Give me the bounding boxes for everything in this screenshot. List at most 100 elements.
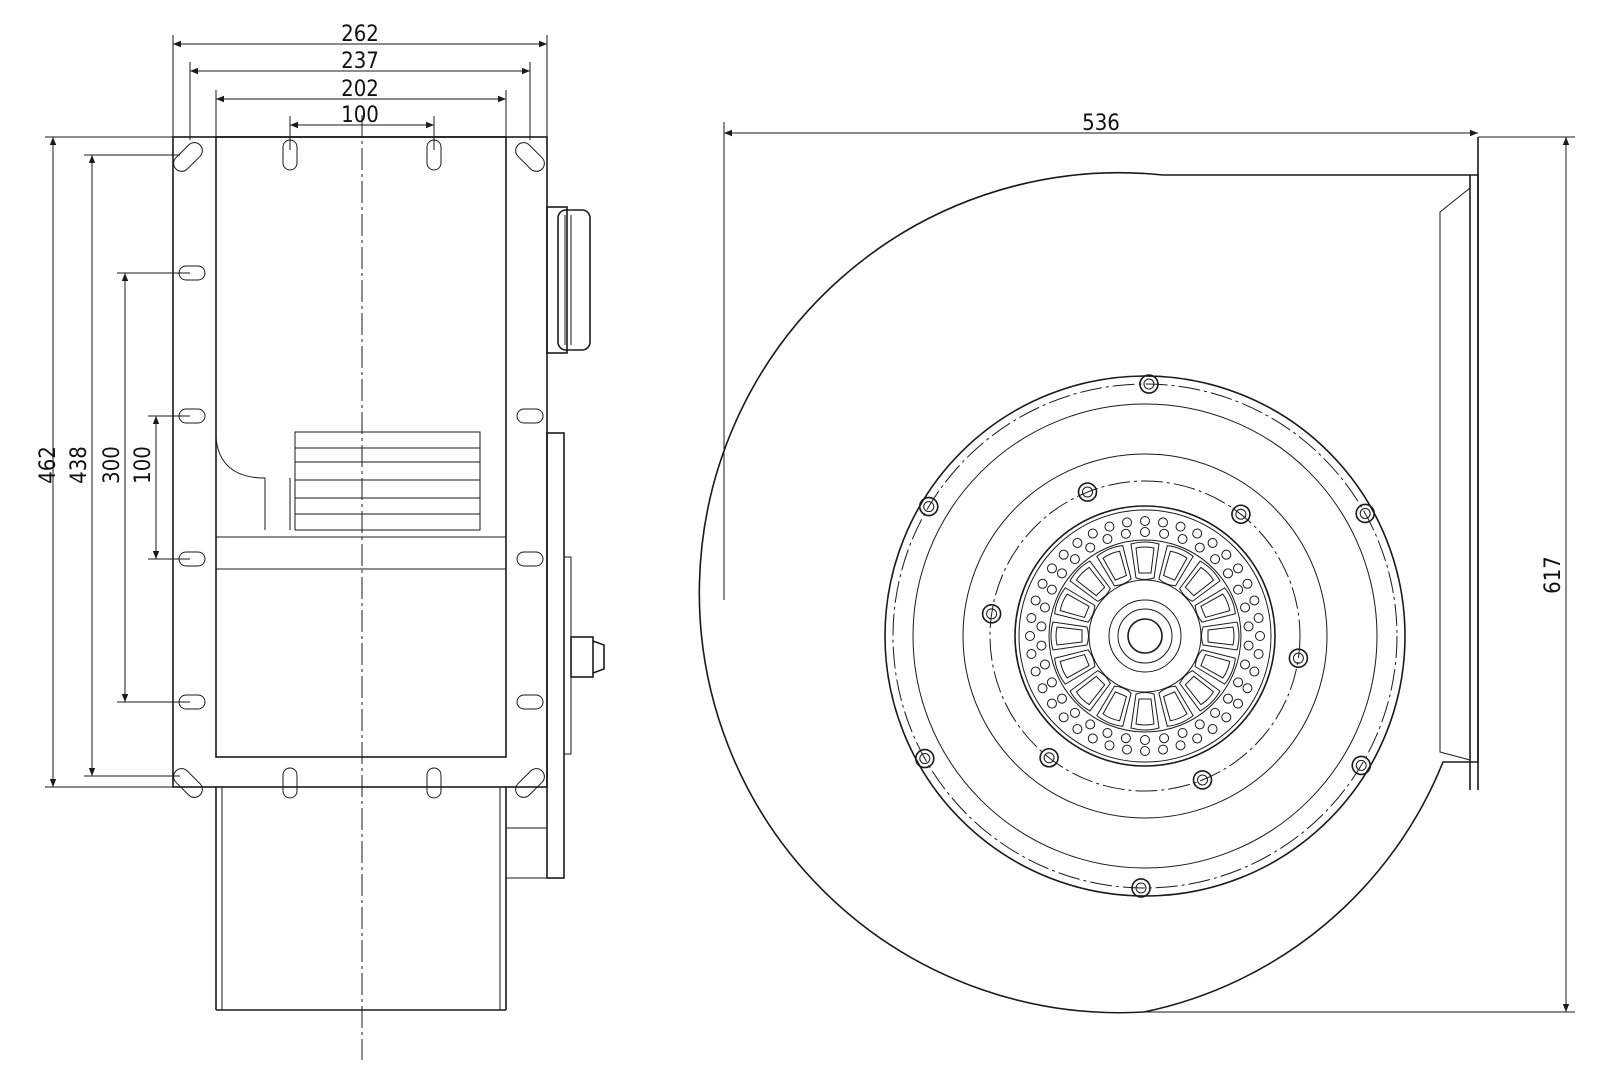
vent-hole [1069,554,1080,565]
vent-hole [1122,744,1133,755]
vent-hole [1072,724,1083,735]
vent-hole [1177,727,1188,738]
vent-hole [1207,537,1218,548]
hub-fin [1158,545,1194,587]
hub-fin [1179,670,1221,712]
vent-hole [1104,521,1115,532]
vent-hole [1140,527,1150,537]
front-view: 536 617 [698,111,1575,1014]
vent-hole [1207,724,1218,735]
hub-fin [1130,692,1160,731]
hub-fin [1050,621,1089,651]
vent-hole [1221,712,1232,723]
vent-hole [1233,677,1244,688]
vent-hole [1157,744,1168,755]
vent-hole [1058,712,1069,723]
vent-hole [1240,602,1251,613]
bolt [1131,878,1151,898]
side-view: 262 237 202 100 462 438 [36,22,605,1060]
vent-hole [1159,528,1170,539]
vent-hole [1253,648,1264,659]
vent-hole [1255,631,1265,641]
vent-hole [1140,735,1150,745]
hub-fin [1194,649,1236,685]
slot [282,767,298,799]
impeller-side [294,431,481,531]
dim-202: 202 [341,77,379,102]
vent-hole [1026,613,1037,624]
vent-hole [1039,602,1050,613]
slot [426,767,442,799]
front-height-dimension: 617 [1144,136,1575,1013]
vent-hole [1194,719,1205,730]
vent-hole [1140,516,1150,526]
slot [516,551,544,567]
bolt [1288,648,1309,668]
vent-hole [1243,640,1254,651]
side-height-dimensions: 462 438 300 100 [36,136,190,788]
vent-hole [1030,595,1041,606]
vent-hole [1242,578,1253,589]
vent-hole [1242,683,1253,694]
inlet-cone [215,787,507,1011]
vent-hole [1072,537,1083,548]
vent-hole [1222,693,1233,704]
vent-hole [1058,549,1069,560]
motor-bolt-circle [989,480,1301,792]
vent-hole [1069,707,1080,718]
vent-hole [1159,733,1170,744]
dim-462: 462 [36,446,61,484]
scroll-housing [698,171,1479,1014]
vent-hole [1249,666,1260,677]
vent-hole [1085,719,1096,730]
vent-hole [1253,613,1264,624]
hub-fin [1069,560,1111,602]
slot [516,408,544,424]
bolt [981,604,1002,624]
vent-hole [1192,733,1203,744]
vent-hole [1036,640,1047,651]
vent-hole [1104,740,1115,751]
hub-fin [1069,670,1111,712]
vent-hole [1046,698,1057,709]
vent-hole [1046,563,1057,574]
front-width-dimension: 536 [723,111,1478,600]
bolt [1351,755,1372,776]
vent-hole [1122,517,1133,528]
vent-hole [1102,534,1113,545]
vent-hole [1120,528,1131,539]
bolt [1231,504,1251,525]
vent-hole [1087,528,1098,539]
vent-hole [1026,648,1037,659]
mounting-slots [173,139,545,799]
slot [173,142,203,172]
hub-fin [1158,685,1194,727]
hub-fin [1054,649,1096,685]
vent-hole [1210,707,1221,718]
dim-100-horizontal: 100 [341,103,379,128]
vent-hole [1221,549,1232,560]
vent-hole [1046,584,1057,595]
dim-438: 438 [67,446,92,484]
vent-hole [1222,568,1233,579]
vent-hole [1210,554,1221,565]
hub-fin [1130,541,1160,580]
hub-fin [1201,621,1240,651]
vent-hole [1036,621,1047,632]
bolt [1192,770,1213,790]
vent-hole [1177,534,1188,545]
motor-plate [506,432,605,879]
bolts [915,374,1375,898]
terminal-box [546,206,591,354]
dim-300: 300 [100,446,125,484]
vent-hole [1233,584,1244,595]
vent-hole [1140,746,1150,756]
dim-617: 617 [1541,556,1566,594]
vent-hole [1085,542,1096,553]
vent-hole [1102,727,1113,738]
vent-hole [1046,677,1057,688]
side-width-dimensions: 262 237 202 100 [172,22,548,150]
vent-hole [1057,568,1068,579]
vent-hole [1120,733,1131,744]
vent-hole [1037,683,1048,694]
